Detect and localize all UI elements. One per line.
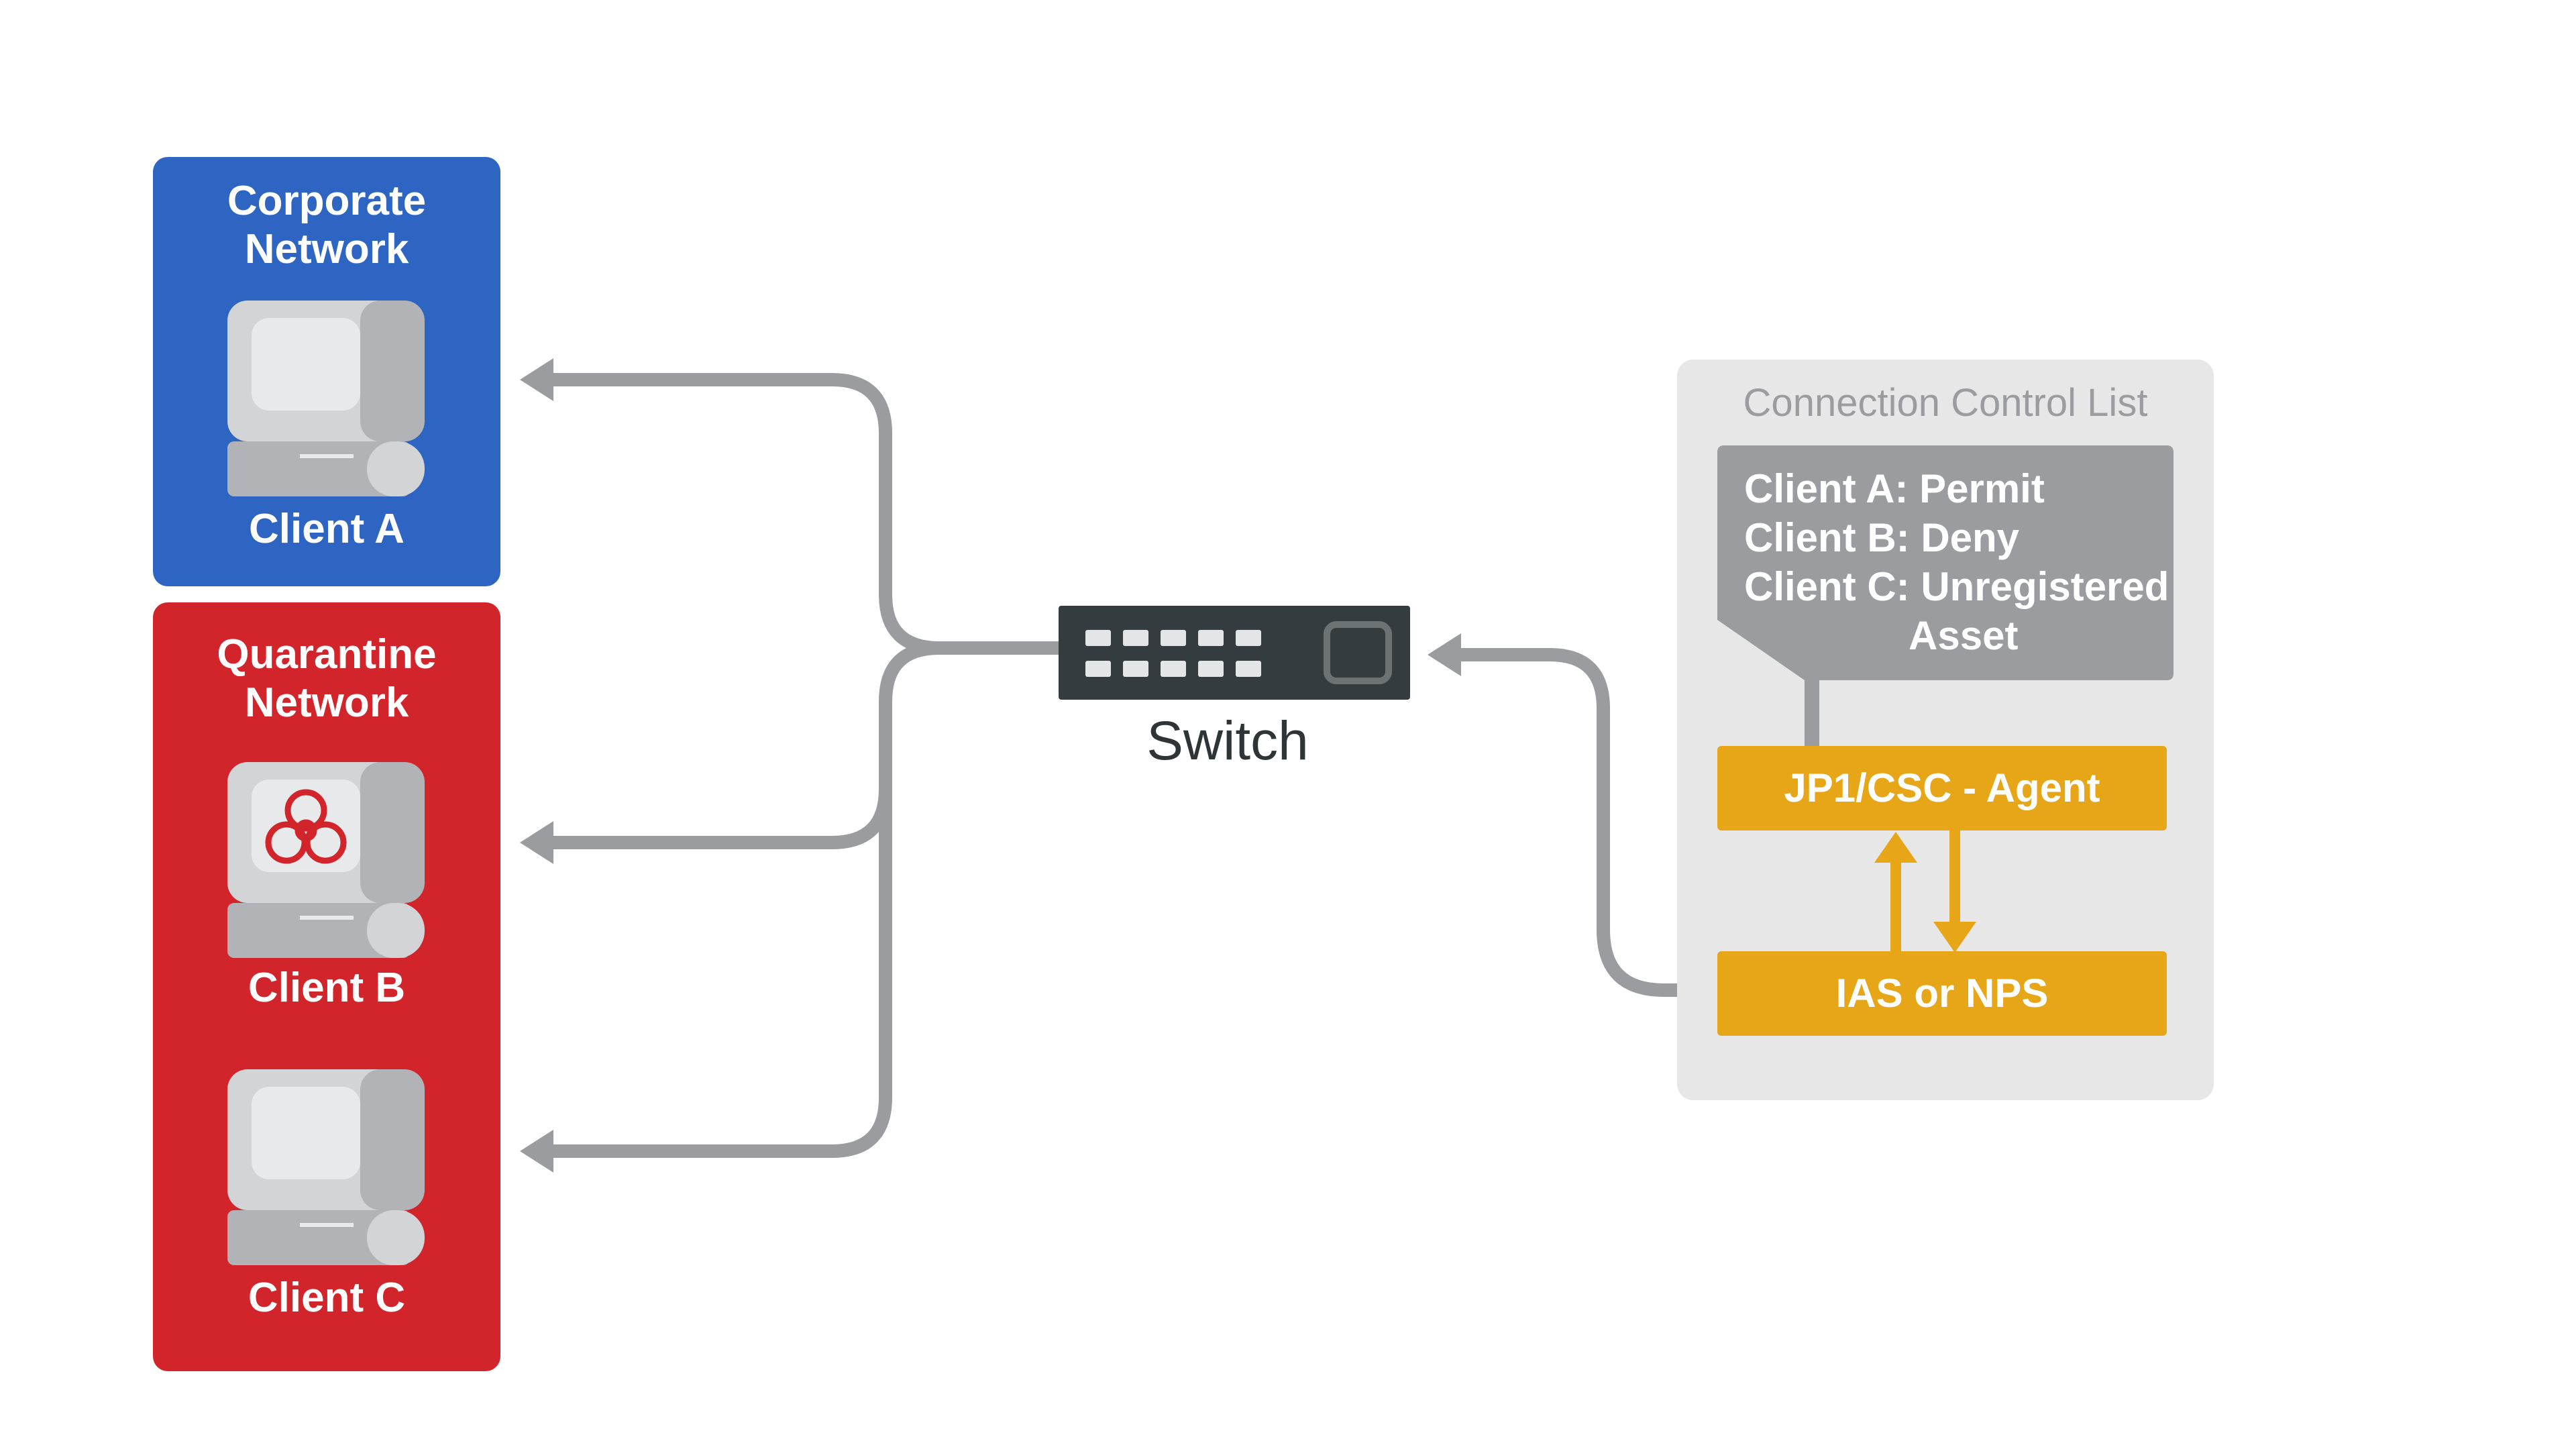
agent-box: JP1/CSC - Agent [1717,746,2167,830]
client-b-label: Client B [248,965,406,1011]
rule-client-b: Client B: Deny [1744,515,2020,560]
corporate-network-title-line2: Network [244,226,409,272]
switch-to-client-a-line [543,373,1067,655]
bidirectional-arrows [1874,830,1976,954]
rule-client-a: Client A: Permit [1744,466,2045,511]
client-a-label: Client A [249,506,405,552]
quarantine-network-title: Quarantine Network [153,631,500,727]
computer-icon [227,301,425,496]
connection-control-list-title: Connection Control List [1743,381,2148,425]
corporate-network-title-line1: Corporate [227,178,427,224]
biohazard-icon [265,789,347,864]
computer-icon [227,1069,425,1265]
arrow-left-icon [520,358,553,401]
rule-client-c: Client C: Unregistered [1744,564,2169,609]
arrow-up-icon [1874,832,1917,863]
server-box: IAS or NPS [1717,951,2167,1036]
rule-client-c-continued: Asset [1909,613,2019,658]
arrow-left-icon [520,1130,553,1173]
computer-icon [227,762,425,958]
network-switch-icon [1059,606,1410,700]
arrow-left-icon [1428,633,1461,676]
quarantine-network-box: Quarantine Network Client B [153,602,500,1371]
corporate-network-box: Corporate Network Client A [153,157,500,586]
client-c-label: Client C [248,1275,406,1321]
corporate-network-title: Corporate Network [153,177,500,274]
server-to-switch-line [1456,648,1724,997]
quarantine-network-title-line2: Network [244,680,409,726]
arrow-left-icon [520,821,553,864]
arrow-down-icon [1933,922,1976,953]
rule-list: Client A: Permit Client B: Deny Client C… [1744,464,2169,660]
switch-label: Switch [1146,710,1309,771]
rule-list-callout [1717,445,2174,750]
quarantine-network-title-line1: Quarantine [217,631,437,678]
switch-to-client-c-line [543,782,892,1158]
